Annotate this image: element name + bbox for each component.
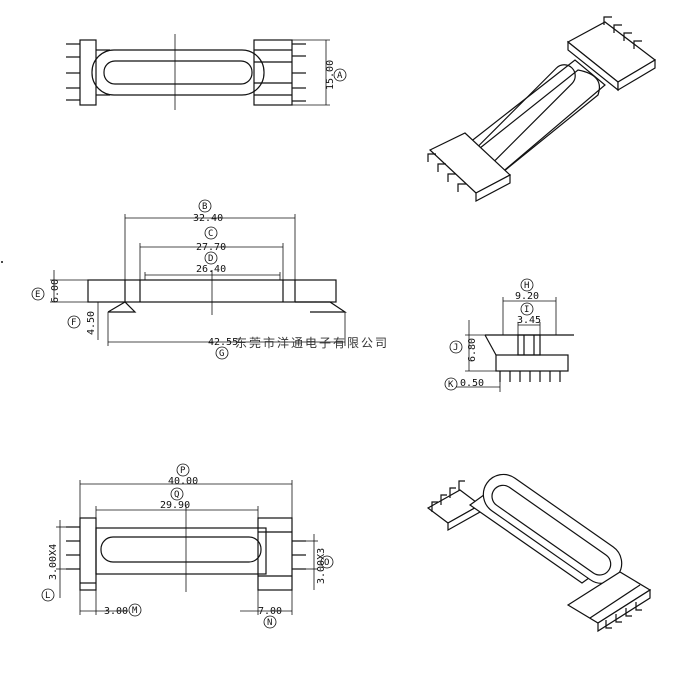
callout-c-letter: C (208, 229, 213, 239)
dim-j-value: 6.80 (467, 338, 478, 362)
callout-g-letter: G (219, 349, 224, 359)
dim-q-value: 29.90 (160, 500, 190, 511)
callout-a-circle (333, 68, 347, 82)
callout-k-letter: K (448, 380, 454, 390)
callout-i-letter: I (524, 305, 529, 315)
callout-h-letter: H (524, 281, 529, 291)
callout-b-circle (198, 199, 212, 213)
callout-p-circle (176, 463, 190, 477)
callout-d-letter: D (208, 254, 213, 264)
callout-m-letter: M (132, 606, 138, 616)
callout-k-circle (444, 377, 458, 391)
dim-k-value: 0.50 (460, 378, 484, 389)
callout-i-circle (520, 302, 534, 316)
callout-l-circle (41, 588, 55, 602)
isometric-view-top (427, 16, 657, 202)
callout-a-letter: A (337, 71, 343, 81)
side-view (456, 297, 574, 392)
callout-f-letter: F (71, 318, 76, 328)
dim-e-value: 6.00 (50, 279, 61, 303)
dim-b-value: 32.40 (193, 213, 223, 224)
dim-f-value: 4.50 (86, 311, 97, 335)
callout-b-letter: B (202, 202, 207, 212)
callout-h-circle (520, 278, 534, 292)
dim-n-value: 7.00 (258, 606, 282, 617)
callout-o-circle (320, 555, 334, 569)
callout-c-circle (204, 226, 218, 240)
callout-e-letter: E (35, 290, 40, 300)
dim-h-value: 9.20 (515, 291, 539, 302)
dim-l-value: 3.00X4 (48, 544, 59, 580)
front-view (50, 214, 347, 346)
callout-n-circle (263, 615, 277, 629)
isometric-view-bottom (426, 473, 652, 633)
dim-m-value: 3.00 (104, 606, 128, 617)
watermark-text: 东莞市洋通电子有限公司 (235, 335, 389, 350)
top-view (66, 34, 330, 110)
callout-p-letter: P (180, 466, 186, 476)
callout-d-circle (204, 251, 218, 265)
callout-l-letter: L (45, 591, 50, 601)
callout-j-circle (449, 340, 463, 354)
dim-c-value: 27.70 (196, 242, 226, 253)
dim-p-value: 40.00 (168, 476, 198, 487)
dim-i-value: 3.45 (517, 315, 541, 326)
dim-o-value: 3.00X3 (316, 548, 327, 584)
callout-f-circle (67, 315, 81, 329)
callout-n-letter: N (267, 618, 272, 628)
callout-q-letter: Q (174, 490, 179, 500)
dim-g-value: 42.55 (208, 337, 238, 348)
callout-m-circle (128, 603, 142, 617)
bottom-view (56, 480, 318, 615)
callout-g-circle (215, 346, 229, 360)
dim-a-value: 15.00 (325, 60, 336, 90)
stray-dot (1, 261, 3, 263)
dim-d-value: 26.40 (196, 264, 226, 275)
callout-q-circle (170, 487, 184, 501)
callout-e-circle (31, 287, 45, 301)
callout-o-letter: O (324, 558, 329, 568)
callout-j-letter: J (453, 343, 458, 353)
